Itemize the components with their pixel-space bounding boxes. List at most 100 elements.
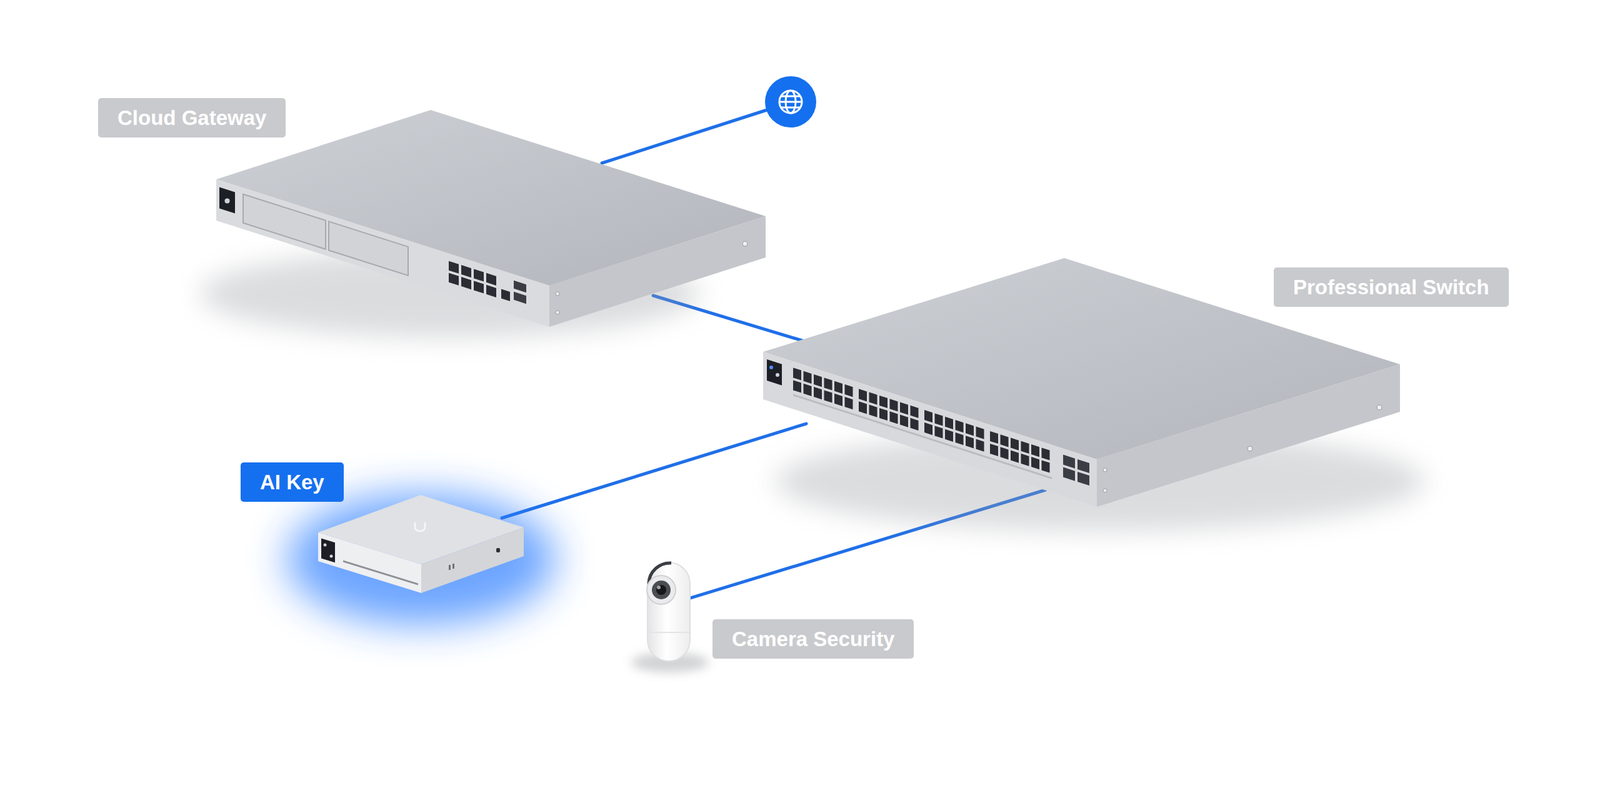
network-port [473, 268, 484, 282]
network-port [1021, 441, 1030, 454]
port-group [793, 368, 1090, 487]
network-port [1041, 448, 1050, 461]
network-port [473, 280, 484, 294]
globe-outline [779, 90, 802, 114]
status-dot [225, 198, 230, 204]
status-dot [323, 543, 327, 547]
network-port [824, 390, 833, 403]
camera-lens-core [656, 585, 667, 595]
globe-latitude [781, 95, 800, 98]
network-cable [501, 423, 807, 519]
camera-device [646, 562, 690, 662]
network-port [858, 401, 867, 414]
network-port [1000, 446, 1009, 460]
network-port [1077, 471, 1090, 486]
network-port [793, 380, 802, 394]
network-port [1010, 438, 1019, 451]
network-port [955, 432, 964, 445]
network-port [890, 411, 899, 424]
rack-screw [1247, 446, 1253, 452]
network-port [1077, 459, 1090, 474]
network-port [955, 420, 964, 433]
rack-screw [1376, 405, 1382, 410]
network-port [513, 291, 527, 304]
lens-highlight [656, 585, 661, 590]
globe-latitude [781, 106, 800, 109]
network-port [900, 415, 909, 428]
network-port [448, 273, 459, 286]
ai-key-front [318, 532, 422, 594]
network-port [1000, 434, 1009, 447]
status-display [766, 359, 782, 386]
network-port [845, 396, 854, 410]
network-port [924, 410, 933, 423]
ai-key-side [421, 527, 524, 594]
network-port [793, 394, 1052, 480]
network-port [845, 384, 854, 397]
network-port [813, 386, 822, 400]
status-dot [775, 373, 780, 377]
network-port [803, 383, 812, 397]
network-port [1031, 456, 1040, 470]
network-port [1021, 453, 1030, 467]
network-port [834, 393, 843, 407]
rack-screw [742, 241, 748, 247]
rack-screw [1103, 468, 1107, 472]
network-port [461, 276, 472, 290]
status-display [219, 187, 235, 214]
network-port [869, 392, 878, 405]
device-label: AI Key [240, 462, 344, 502]
network-port [869, 405, 878, 418]
network-port [976, 426, 985, 440]
status-dot [769, 365, 774, 370]
network-port [910, 405, 919, 419]
ai-key-glow [286, 493, 556, 625]
device-label: Camera Security [712, 619, 914, 659]
network-port [879, 395, 888, 409]
network-port [935, 413, 944, 426]
network-port [879, 408, 888, 421]
network-port [858, 388, 867, 402]
network-port [965, 435, 974, 449]
network-port [813, 374, 822, 387]
vent-slot [343, 560, 419, 585]
network-port [824, 377, 833, 390]
internet-link [601, 109, 769, 164]
drive-bay [328, 221, 409, 276]
network-port [900, 402, 909, 415]
device-node: Cloud Gateway [214, 110, 766, 296]
network-port [834, 381, 843, 394]
side-port [496, 548, 500, 553]
device-node: Professional Switch [806, 341, 1400, 490]
side-port [448, 565, 451, 570]
network-port [890, 398, 899, 412]
switch-front [763, 351, 1097, 507]
status-display [321, 538, 335, 564]
gateway-front [216, 179, 550, 327]
ai-key-device [318, 495, 524, 594]
internet-globe-badge [765, 76, 817, 128]
network-port [1063, 467, 1075, 482]
rack-screw [555, 291, 560, 296]
device-label: Professional Switch [1273, 267, 1509, 307]
network-port [1010, 450, 1019, 464]
network-port [924, 422, 933, 435]
network-port [513, 280, 527, 293]
camera-seam [648, 631, 690, 634]
rack-screw [555, 310, 560, 315]
network-port [793, 368, 802, 381]
network-port [803, 371, 812, 384]
network-port [486, 285, 497, 298]
rack-screw [1103, 488, 1107, 493]
drive-bay [243, 194, 326, 250]
network-port [448, 261, 459, 274]
network-port [990, 431, 999, 444]
side-port [452, 563, 455, 569]
gateway-device [216, 110, 766, 327]
network-port [501, 289, 510, 302]
network-port [1063, 455, 1075, 469]
gateway-side [549, 216, 766, 327]
switch-side [1096, 364, 1400, 507]
device-node: Camera Security [645, 561, 690, 662]
